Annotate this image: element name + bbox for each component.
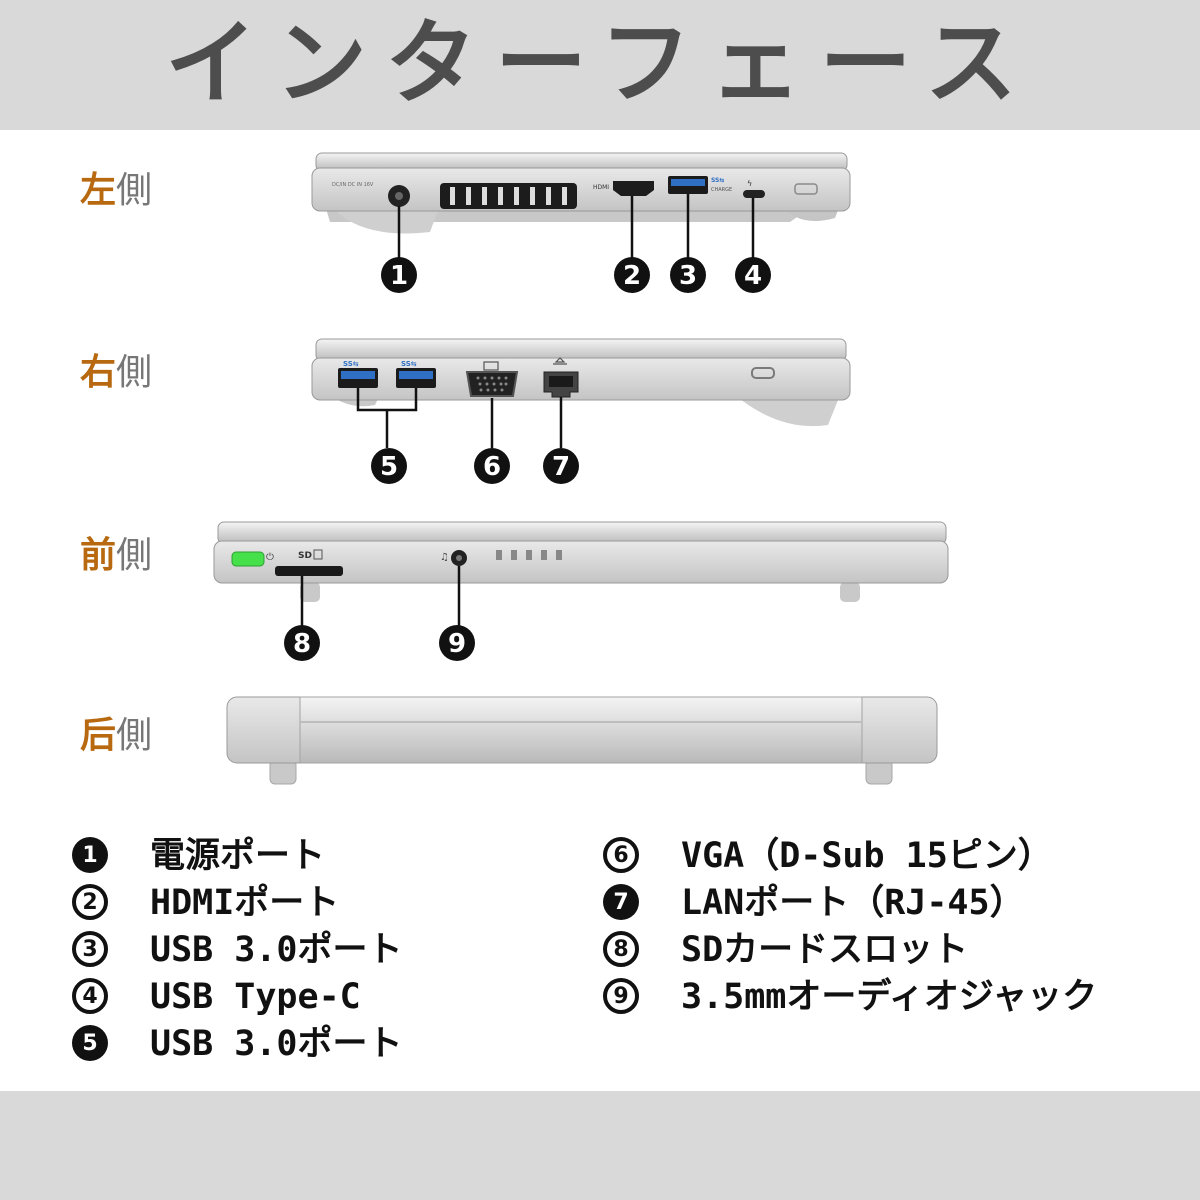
page-title: インターフェース: [165, 10, 1035, 117]
label-right-side: 右側: [80, 351, 153, 393]
audio-jack-hole-icon: [456, 555, 462, 561]
right-side-base: [311, 357, 851, 401]
lan-mark-icon: [553, 357, 567, 365]
vent-slats-icon: [450, 187, 567, 205]
label-front-side: 前側: [80, 534, 153, 576]
svg-text:2: 2: [623, 261, 641, 291]
svg-text:6: 6: [483, 452, 501, 482]
marker-5: 5: [371, 448, 407, 484]
right-side-view: SS⇆ SS⇆ 5 6 7: [311, 338, 851, 484]
marker-9: 9: [439, 625, 475, 661]
back-foot-left: [269, 759, 297, 785]
back-foot-right: [865, 759, 893, 785]
usb-c-port-icon: [743, 190, 765, 198]
vga-mark-icon: [483, 361, 499, 371]
legend-text-2: HDMIポート: [150, 883, 340, 923]
marker-6: 6: [474, 448, 510, 484]
svg-text:5: 5: [380, 452, 398, 482]
status-indicators-icon: [496, 550, 562, 560]
lock-slot-right-icon: [751, 367, 775, 379]
label-left-side: 左側: [80, 169, 153, 211]
sd-slot-icon: [275, 566, 343, 576]
thunderbolt-mark-icon: ϟ: [747, 179, 752, 188]
sd-logo-icon: SD: [298, 551, 312, 561]
power-led-icon: [231, 551, 265, 567]
lan-port-inner-icon: [549, 376, 573, 387]
hdmi-port-icon: [613, 181, 654, 196]
legend-text-9: 3.5mmオーディオジャック: [681, 977, 1098, 1017]
usb-a-port-right-2-blue-icon: [399, 371, 433, 379]
svg-text:4: 4: [744, 261, 762, 291]
back-view: [226, 696, 938, 785]
header-band: [0, 0, 1200, 130]
svg-text:7: 7: [552, 452, 570, 482]
usb-a-port-left-blue-icon: [671, 179, 705, 186]
label-back-side: 后側: [80, 714, 153, 756]
legend-text-8: SDカードスロット: [681, 930, 969, 970]
svg-text:3: 3: [679, 261, 697, 291]
right-side-hinge-foot: [735, 395, 840, 427]
vga-port-icon: [465, 371, 519, 397]
svg-text:1: 1: [390, 261, 408, 291]
legend-text-6: VGA（D-Sub 15ピン）: [681, 836, 1053, 876]
marker-4: 4: [735, 257, 771, 293]
sd-card-mark-icon: [313, 549, 323, 560]
legend-badge-4: 4: [72, 978, 108, 1014]
front-foot-right: [840, 582, 860, 602]
legend-badge-7: 7: [603, 884, 639, 920]
marker-8: 8: [284, 625, 320, 661]
usb-ss-mark-1-icon: SS⇆: [343, 360, 359, 368]
front-foot-left: [300, 582, 320, 602]
legend-badge-6: 6: [603, 837, 639, 873]
headset-mark-icon: ♫: [440, 552, 449, 563]
legend-text-5: USB 3.0ポート: [150, 1024, 403, 1064]
front-base: [213, 540, 949, 584]
svg-text:8: 8: [293, 629, 311, 659]
power-port-pin-icon: [395, 192, 403, 200]
vent-icon: [440, 183, 577, 209]
back-hinge-cylinder: [299, 696, 863, 764]
power-symbol-icon: ⏻: [266, 552, 274, 563]
usb-a-port-right-1-blue-icon: [341, 371, 375, 379]
legend-badge-9: 9: [603, 978, 639, 1014]
dc-in-marking: DC/IN DC IN 16V: [332, 182, 374, 188]
usb-ss-mark-icon: SS⇆: [711, 177, 724, 184]
usb-ss-mark-2-icon: SS⇆: [401, 360, 417, 368]
left-side-view: DC/IN DC IN 16V HDMI SS⇆ CHARGE ϟ 1: [311, 152, 851, 293]
legend-text-7: LANポート（RJ-45）: [681, 883, 1025, 923]
charge-marking: CHARGE: [711, 187, 732, 193]
lock-slot-left-icon: [794, 183, 818, 195]
legend-text-3: USB 3.0ポート: [150, 930, 403, 970]
legend-badge-2: 2: [72, 884, 108, 920]
vga-pins-icon: [476, 376, 508, 392]
footer-band: [0, 1091, 1200, 1200]
legend-badge-1: 1: [72, 837, 108, 873]
left-side-hinge-foot: [330, 205, 440, 234]
legend-text-4: USB Type-C: [150, 977, 361, 1017]
legend-badge-3: 3: [72, 931, 108, 967]
front-view: ⏻ SD ♫ 8 9: [213, 521, 949, 661]
legend-badge-5: 5: [72, 1025, 108, 1061]
hdmi-marking: HDMI: [593, 184, 609, 191]
marker-3: 3: [670, 257, 706, 293]
marker-2: 2: [614, 257, 650, 293]
svg-text:9: 9: [448, 629, 466, 659]
marker-1: 1: [381, 257, 417, 293]
marker-7: 7: [543, 448, 579, 484]
legend-text-1: 電源ポート: [150, 836, 326, 876]
laptop-diagram: DC/IN DC IN 16V HDMI SS⇆ CHARGE ϟ 1: [213, 152, 949, 785]
legend-badge-8: 8: [603, 931, 639, 967]
